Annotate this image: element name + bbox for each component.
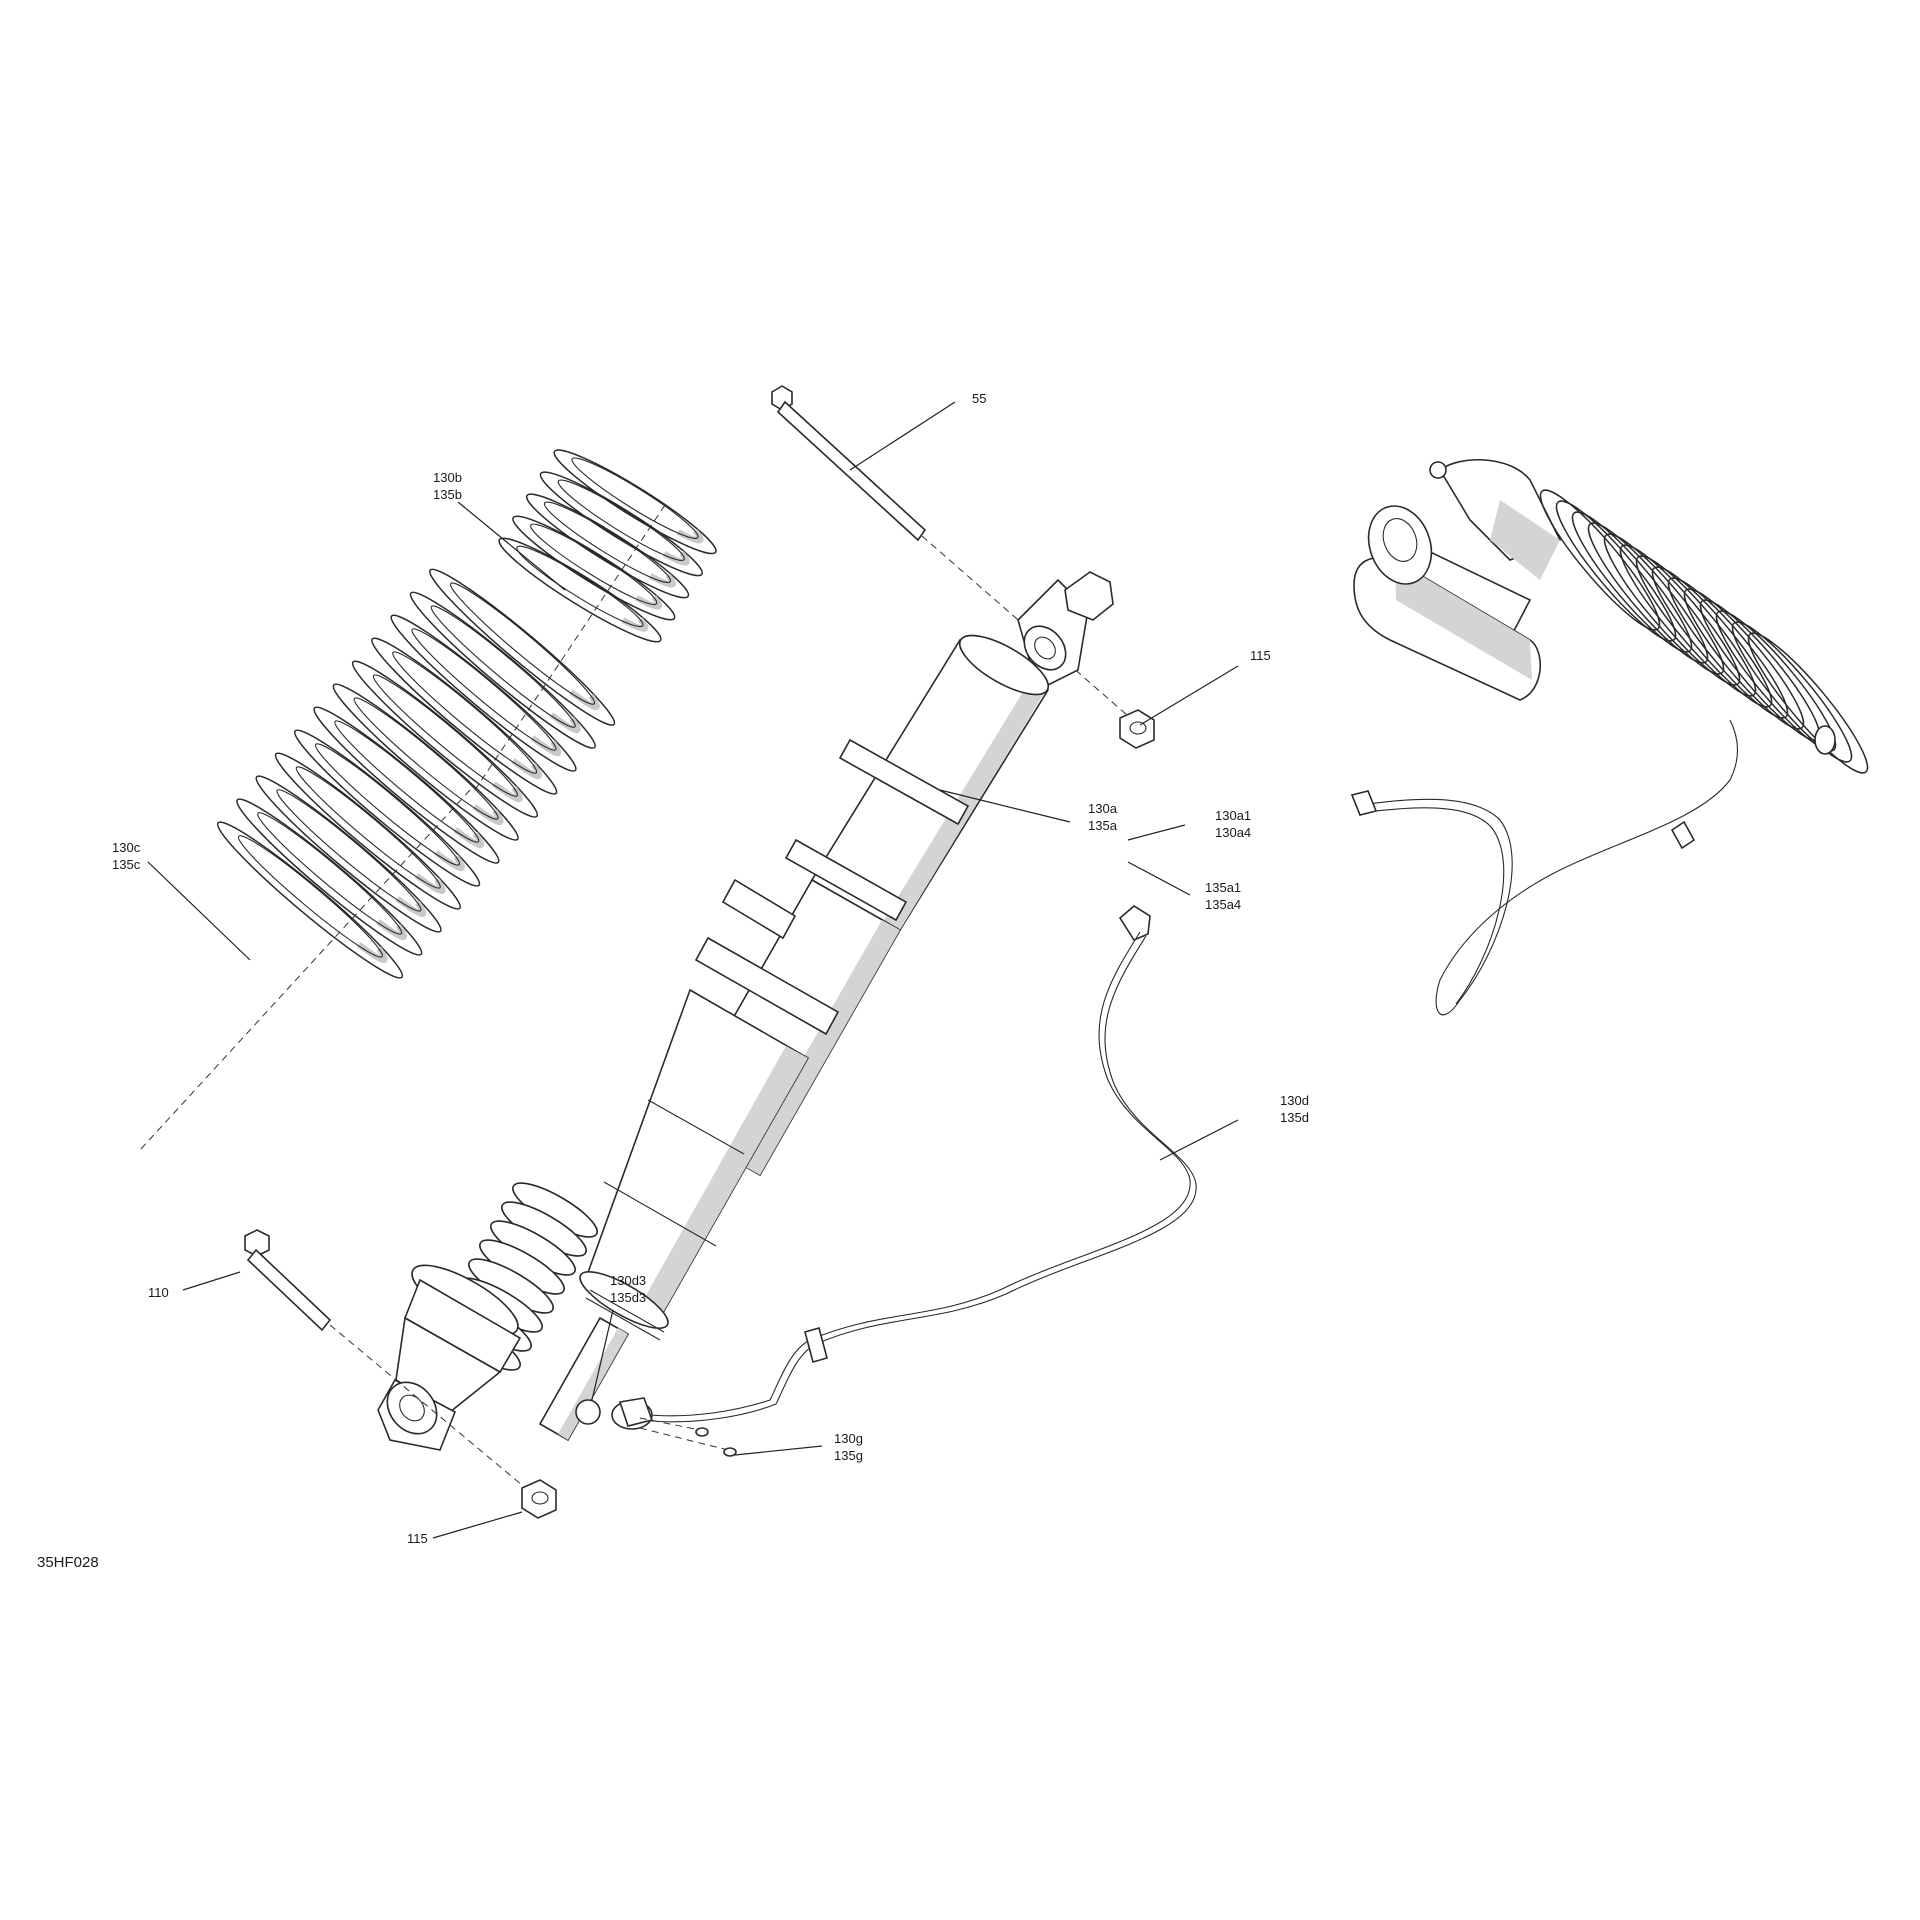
callout-135a1: 135a1 (1205, 880, 1241, 895)
spring-coil-inner (334, 720, 480, 843)
assembled-spring-coil (1555, 500, 1677, 642)
spring-coil (313, 706, 500, 864)
spring-coil-inner (237, 835, 383, 958)
callout-135g: 135g (834, 1448, 863, 1463)
spring-coil-inner (557, 479, 685, 561)
spring-coil (429, 568, 616, 726)
spring-coil-inner (411, 628, 557, 751)
callout-135b: 135b (433, 487, 462, 502)
callout-130a4: 130a4 (1215, 825, 1251, 840)
spring-coil (332, 683, 519, 841)
callout-labels: 55 115 130b 135b 130c 135c 130a 135a 130… (37, 391, 1309, 1571)
spring-coil-inner (449, 582, 596, 705)
spring-coil (498, 537, 662, 643)
spring-coil-inner (516, 545, 644, 628)
assembled-spring-coil (1571, 511, 1693, 653)
bottom-nut (521, 1479, 557, 1519)
assembled-spring-coil (1683, 588, 1805, 730)
callout-115-top: 115 (1250, 648, 1271, 663)
assembled-shock-view (1350, 458, 1869, 1016)
callout-130c: 130c (112, 840, 141, 855)
assembled-spring-coil (1651, 566, 1773, 708)
callout-110: 110 (148, 1285, 169, 1300)
spring-coil-inner (530, 523, 658, 606)
assembled-spring-coil (1539, 489, 1661, 631)
callout-135a: 135a (1088, 818, 1118, 833)
spring-coil (390, 614, 577, 772)
leader-lines (147, 401, 1239, 1539)
spring-coil (553, 449, 717, 555)
bottom-mounting-bolt (244, 1229, 541, 1501)
large-spring (139, 568, 616, 1151)
assembled-spring-coil (1603, 533, 1725, 675)
assembled-spring-coil (1747, 632, 1869, 774)
spring-coil (255, 775, 442, 933)
callout-55: 55 (972, 391, 986, 406)
callout-135a4: 135a4 (1205, 897, 1241, 912)
callout-130g: 130g (834, 1431, 863, 1446)
figure-code: 35HF028 (37, 1554, 99, 1571)
callout-115-bottom: 115 (407, 1531, 428, 1546)
small-spring (474, 449, 717, 791)
spring-coil-inner (257, 812, 403, 935)
top-nut (1119, 709, 1155, 749)
top-mounting-bolt (771, 385, 1136, 723)
shock-absorber (377, 571, 1114, 1451)
callout-130d: 130d (1280, 1093, 1309, 1108)
assembled-spring-coil (1619, 544, 1741, 686)
spring-coil-inner (392, 651, 538, 774)
spring-coil-inner (353, 697, 499, 820)
spring-coil-inner (571, 457, 699, 539)
assembled-spring-coil (1635, 555, 1757, 697)
assembled-spring-coil (1715, 610, 1837, 752)
assembled-spring-coil (1731, 621, 1853, 763)
spring-coil-inner (543, 501, 672, 584)
spring-coil (525, 493, 690, 599)
spring-coil-inner (295, 766, 441, 889)
assembled-spring-coil (1587, 522, 1709, 664)
spring-coil (371, 637, 558, 795)
spring-coil (274, 752, 461, 910)
spring-coil-inner (276, 789, 422, 912)
spring-coil (409, 591, 596, 749)
spring-coil (216, 821, 404, 979)
callout-130a1: 130a1 (1215, 808, 1251, 823)
spring-coil-inner (314, 743, 461, 866)
spring-coil-inner (430, 605, 576, 728)
sensor-harness (575, 905, 1197, 1457)
callout-135d3: 135d3 (610, 1290, 646, 1305)
spring-coil (236, 798, 423, 956)
assembled-spring-coil (1667, 577, 1789, 719)
spring-coil (351, 660, 539, 818)
callout-135c: 135c (112, 857, 141, 872)
callout-135d: 135d (1280, 1110, 1309, 1125)
callout-130a: 130a (1088, 801, 1118, 816)
callout-130d3: 130d3 (610, 1273, 646, 1288)
spring-coil-inner (372, 674, 518, 797)
callout-130b: 130b (433, 470, 462, 485)
